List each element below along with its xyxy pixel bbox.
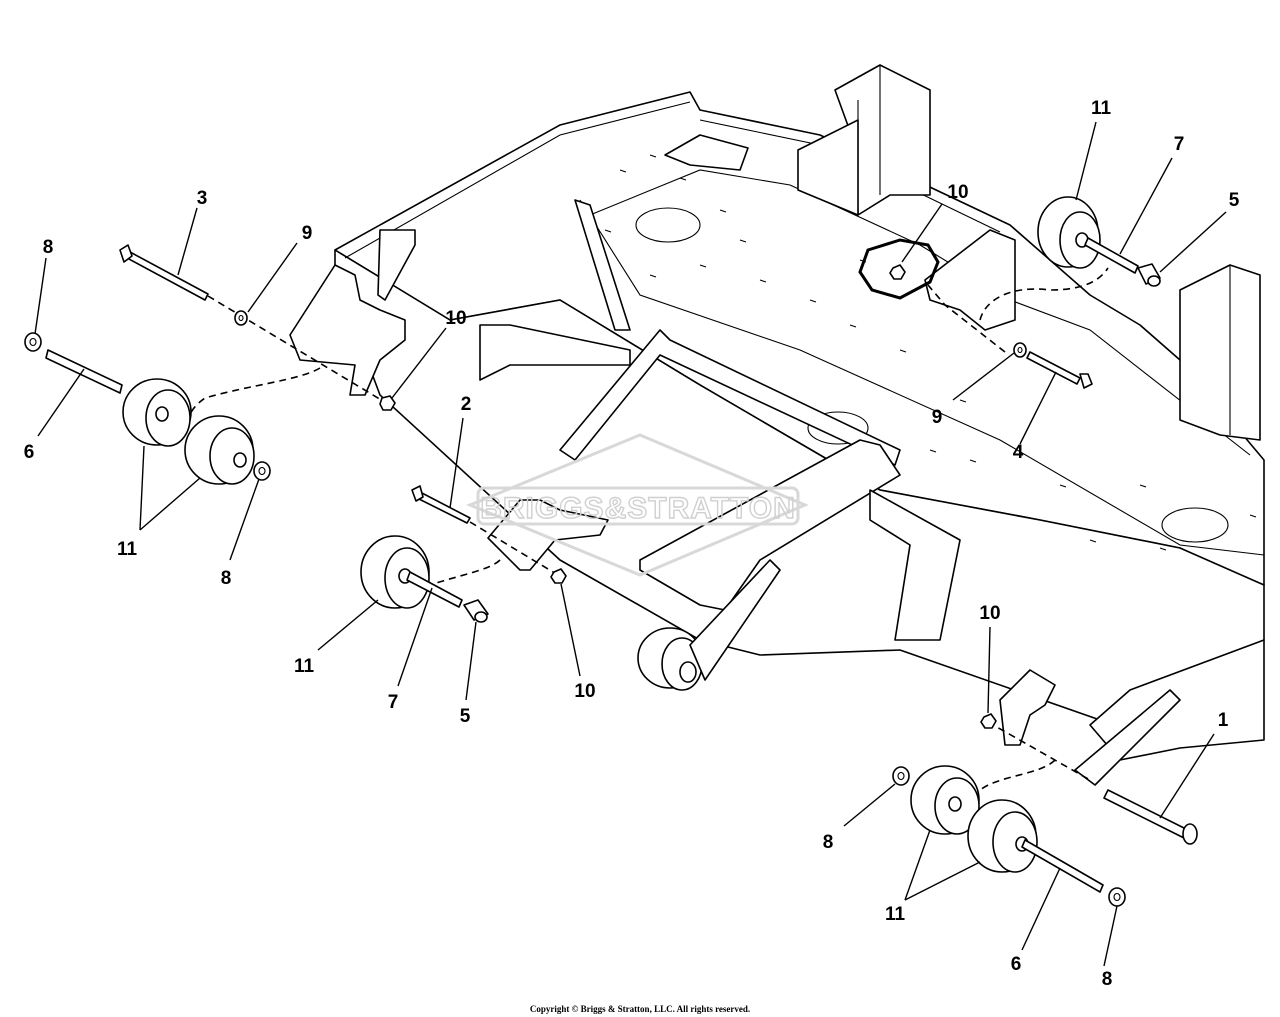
bolt-3: [119, 244, 209, 301]
nut-10-center: [550, 568, 567, 584]
nut-10-right-front: [980, 713, 997, 729]
assembly-lines: [187, 267, 1109, 791]
copyright-footer: Copyright © Briggs & Stratton, LLC. All …: [529, 1004, 751, 1014]
axle-7-center: [406, 571, 463, 608]
axle-6-right: [1021, 839, 1104, 893]
brand-watermark: BRIGGS&STRATTON: [466, 433, 809, 577]
spacer-5-top-right: [1137, 263, 1161, 287]
callout-7-center: 7: [388, 692, 399, 713]
callout-8-lower-left: 8: [221, 568, 232, 589]
axle-7-top-right: [1084, 237, 1139, 274]
hardware-parts: [24, 196, 1198, 907]
bolt-1: [1103, 789, 1198, 845]
callout-11-left: 11: [117, 539, 138, 560]
callout-labels: 3 9 8 6 11 8 10 2 11 7 5 10 10 11 7 5 9 …: [24, 98, 1240, 990]
mower-deck: [289, 64, 1265, 786]
callout-10-top: 10: [947, 182, 968, 203]
nut-10-top-highlighted: [858, 238, 940, 300]
wheel-11-left-a: [122, 378, 192, 447]
callout-11-top-right: 11: [1091, 98, 1112, 119]
nut-10-left: [379, 395, 396, 411]
callout-6-right: 6: [1011, 954, 1022, 975]
callout-4: 4: [1013, 442, 1024, 463]
callout-9-right: 9: [932, 407, 943, 428]
wheel-11-center: [360, 535, 430, 609]
callout-3: 3: [197, 188, 208, 209]
wheel-11-right-b: [967, 799, 1038, 873]
callout-5-top-right: 5: [1229, 190, 1240, 211]
wheel-11-top-right: [1037, 196, 1101, 269]
washer-8-upper-left: [24, 332, 42, 352]
bolt-2: [411, 485, 471, 524]
callout-11-center: 11: [294, 656, 315, 677]
callout-1: 1: [1218, 710, 1229, 731]
washer-8-upper-right: [892, 766, 910, 786]
wheel-11-right-a: [910, 765, 980, 835]
axle-6-left: [45, 349, 123, 394]
callout-11-right: 11: [885, 904, 906, 925]
spacer-5-center: [463, 599, 489, 623]
callout-8-upper-left: 8: [43, 237, 54, 258]
washer-9-left: [234, 310, 248, 326]
bolt-4: [1026, 351, 1093, 389]
callout-8-upper-right: 8: [823, 832, 834, 853]
leader-lines: [34, 121, 1227, 967]
callout-7-top-right: 7: [1174, 134, 1185, 155]
callout-10-center: 10: [574, 681, 595, 702]
callout-8-lower-right: 8: [1102, 969, 1113, 990]
callout-6-left: 6: [24, 442, 35, 463]
callout-5-center: 5: [460, 706, 471, 727]
wheel-11-left-b: [184, 415, 255, 485]
washer-8-lower-right: [1108, 887, 1126, 907]
callout-2: 2: [461, 394, 472, 415]
callout-10-left: 10: [445, 308, 466, 329]
callout-10-right-front: 10: [979, 603, 1000, 624]
watermark-text: BRIGGS&STRATTON: [480, 492, 796, 525]
callout-9-left: 9: [302, 223, 313, 244]
washer-8-lower-left: [253, 461, 271, 481]
washer-9-right: [1013, 342, 1027, 358]
front-roller: [637, 559, 781, 691]
